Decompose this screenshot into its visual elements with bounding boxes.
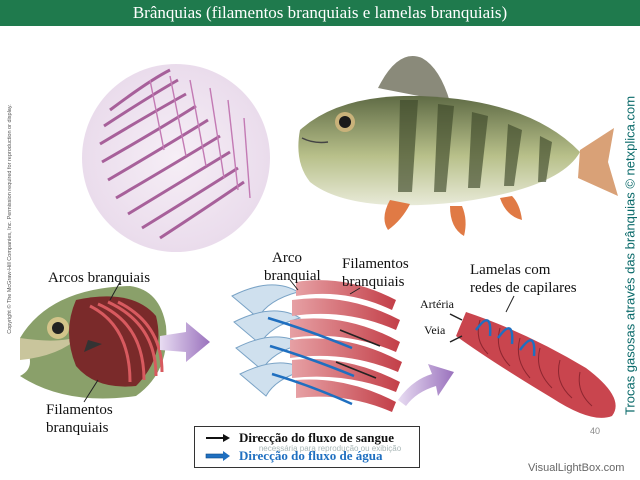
label-filamentos-left-2: branquiais [46,420,109,436]
label-veia: Veia [424,323,446,337]
label-arco-1: Arco [272,250,302,266]
label-arcos-branquiais: Arcos branquiais [48,270,151,286]
label-arco-2: branquial [264,268,321,284]
water-arrow-icon [205,451,230,461]
label-filamentos-mid-2: branquiais [342,274,405,290]
zoom-arrow-2 [398,364,454,406]
perch-fish [298,56,618,236]
flow-legend: Direcção do fluxo de sangue Direcção do … [194,426,420,468]
slide-title: Brânquias (filamentos branquiais e lamel… [132,3,508,22]
footer-brand: VisualLightBox.com [528,462,625,474]
legend-water-row: Direcção do fluxo de água [205,448,382,464]
label-filamentos-mid-1: Filamentos [342,256,409,272]
fish-head-gills [20,286,167,399]
legend-blood-label: Direcção do fluxo de sangue [239,430,395,445]
leader-lines [83,279,515,403]
gill-micrograph [82,64,270,252]
label-arteria: Artéria [420,297,454,311]
blood-arrow-icon [206,434,230,442]
label-lamelas-2: redes de capilares [470,280,577,296]
page-number: 40 [590,426,601,436]
label-lamelas-1: Lamelas com [470,262,551,278]
legend-blood-row: Direcção do fluxo de sangue [205,430,394,446]
label-filamentos-left-1: Filamentos [46,402,113,418]
gill-arch-filaments [231,280,402,412]
legend-water-label: Direcção do fluxo de água [239,448,383,463]
slide-title-bar: Brânquias (filamentos branquiais e lamel… [0,0,640,26]
watermark-text: necessária para reprodução ou exibição [258,444,402,453]
zoom-arrow-1 [160,322,210,362]
filament-lamellae [449,312,616,418]
